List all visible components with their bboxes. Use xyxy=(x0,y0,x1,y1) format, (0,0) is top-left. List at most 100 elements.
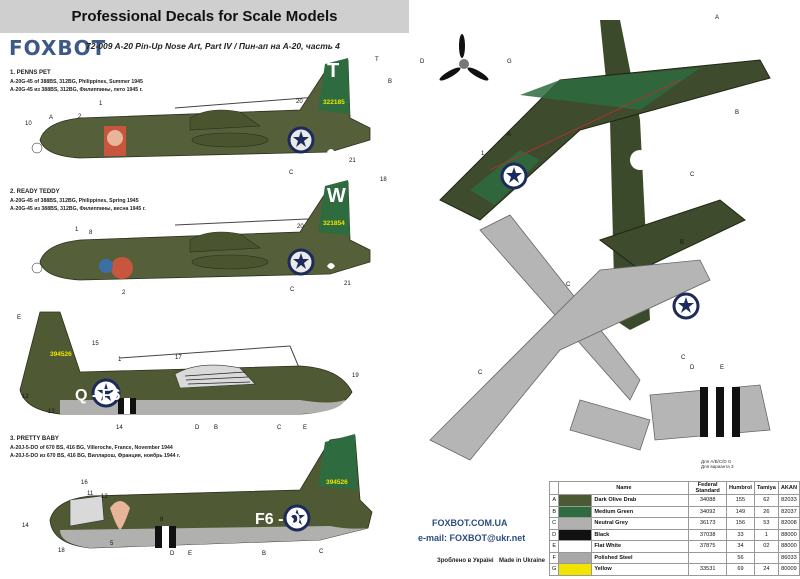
variant-2-line1: A-20G-45 of 388BS, 312BG, Philippines, S… xyxy=(10,198,139,204)
variant-3-line2: A-20J-5-DO из 670 BS, 416 BG, Вилларош, … xyxy=(10,453,181,459)
email-link[interactable]: e-mail: FOXBOT@ukr.net xyxy=(418,533,526,543)
callout: A xyxy=(507,132,512,138)
callout: 1 xyxy=(118,357,122,363)
color-swatch xyxy=(558,551,593,564)
paint-humbrol: 155 xyxy=(725,494,755,507)
paint-fs: 37038 xyxy=(688,528,727,541)
sheet-subtitle: 72-009 A-20 Pin-Up Nose Art, Part IV / П… xyxy=(86,41,340,51)
paint-tamiya: 53 xyxy=(753,517,779,530)
color-swatch xyxy=(558,563,593,576)
paint-name: Polished Steel xyxy=(591,551,690,564)
serial-2: 321854 xyxy=(323,220,345,227)
website-link[interactable]: FOXBOT.COM.UA xyxy=(432,518,508,528)
callout: 19 xyxy=(352,373,359,379)
callout: E xyxy=(720,365,725,371)
color-swatch xyxy=(558,517,593,530)
paint-humbrol: 33 xyxy=(725,528,755,541)
paint-humbrol: 149 xyxy=(725,505,755,518)
callout: B xyxy=(735,110,740,116)
callout: D xyxy=(690,365,695,371)
callout: 1 xyxy=(481,151,485,157)
callout: C xyxy=(319,549,324,555)
paint-tamiya: 24 xyxy=(753,563,779,576)
paint-id: D xyxy=(548,528,560,541)
callout: 16 xyxy=(81,480,88,486)
paint-akan: 82037 xyxy=(777,505,800,518)
paint-humbrol: 34 xyxy=(725,540,755,553)
callout: 8 xyxy=(89,230,93,236)
bottom-view-aircraft xyxy=(429,214,711,461)
page-title: Professional Decals for Scale Models xyxy=(71,8,338,25)
callout: 14 xyxy=(116,425,123,431)
callout: 21 xyxy=(349,158,356,164)
made-in-ukraine-ua: Зроблено в Україні xyxy=(437,558,494,564)
callout: 2 xyxy=(122,290,126,296)
callout: D xyxy=(195,425,200,431)
callout: B xyxy=(680,240,685,246)
callout: C xyxy=(478,370,483,376)
callout: E xyxy=(188,551,193,557)
paint-name: Dark Olive Drab xyxy=(591,494,690,507)
header-cell: Name xyxy=(558,481,690,495)
callout: A xyxy=(715,15,720,21)
callout: 12 xyxy=(22,394,29,400)
callout: 1 xyxy=(99,101,103,107)
paint-row: A Dark Olive Drab 34088 155 62 82033 xyxy=(548,494,800,507)
callout: T xyxy=(375,57,379,63)
callout: D xyxy=(420,59,425,65)
paint-row: G Yellow 33531 69 24 80009 xyxy=(548,563,800,576)
callout: E xyxy=(303,425,308,431)
serial-3: 394526 xyxy=(50,351,72,358)
color-swatch xyxy=(558,540,593,553)
callout: 14 xyxy=(22,523,29,529)
paint-id: B xyxy=(548,505,560,518)
paint-row: D Black 37038 33 1 88000 xyxy=(548,528,800,541)
callout: C xyxy=(566,282,571,288)
side-code-3: Q - F6 xyxy=(75,387,120,404)
callout: B xyxy=(262,551,267,557)
paint-row: F Polished Steel 56 86033 xyxy=(548,551,800,564)
callout: B xyxy=(214,425,219,431)
paint-name: Black xyxy=(591,528,690,541)
aircraft-profile-4: F6 - Q 394526 xyxy=(49,434,373,549)
paint-row: B Medium Green 34092 149 26 82037 xyxy=(548,505,800,518)
option-note-line: Для А/В/С/D G xyxy=(701,459,732,464)
header-cell: Humbrol xyxy=(725,481,755,495)
callout: 18 xyxy=(380,177,387,183)
paint-humbrol: 56 xyxy=(725,551,755,564)
paint-tamiya: 26 xyxy=(753,505,779,518)
paint-name: Yellow xyxy=(591,563,690,576)
header-cell: Federal Standard xyxy=(688,481,727,495)
callout: G xyxy=(507,59,512,65)
callout: 1 xyxy=(75,227,79,233)
made-in-ukraine-en: Made in Ukraine xyxy=(499,558,546,564)
variant-2-line2: A-20G-45 из 388BS, 312BG, Филиппины, вес… xyxy=(10,206,146,212)
variant-3-title: 3. PRETTY BABY xyxy=(10,436,59,442)
paint-akan: 82008 xyxy=(777,517,800,530)
paint-id: C xyxy=(548,517,560,530)
callout: C xyxy=(277,425,282,431)
callout: C xyxy=(289,170,294,176)
callout: D xyxy=(170,551,175,557)
callout: 2 xyxy=(78,114,82,120)
variant-2-title: 2. READY TEDDY xyxy=(10,189,60,195)
aircraft-profile-2: W 321854 xyxy=(31,180,371,281)
paint-akan: 86033 xyxy=(777,551,800,564)
callout: 5 xyxy=(110,541,114,547)
callout: 21 xyxy=(344,281,351,287)
aircraft-profile-3: Q - F6 394526 xyxy=(19,311,353,415)
callout: 8 xyxy=(160,517,164,523)
paint-tamiya: 62 xyxy=(753,494,779,507)
variant-1-line1: A-20G-45 of 388BS, 312BG, Philippines, S… xyxy=(10,79,143,85)
paint-fs xyxy=(688,551,727,564)
color-swatch xyxy=(558,528,593,541)
paint-akan: 88000 xyxy=(777,540,800,553)
callout: C xyxy=(681,355,686,361)
paint-id: E xyxy=(548,540,560,553)
header-cell: Tamiya xyxy=(753,481,779,495)
paint-name: Flat White xyxy=(591,540,690,553)
paint-tamiya xyxy=(753,551,779,564)
callout: 12 xyxy=(101,494,108,500)
aircraft-profile-1: T 322185 xyxy=(31,58,371,159)
